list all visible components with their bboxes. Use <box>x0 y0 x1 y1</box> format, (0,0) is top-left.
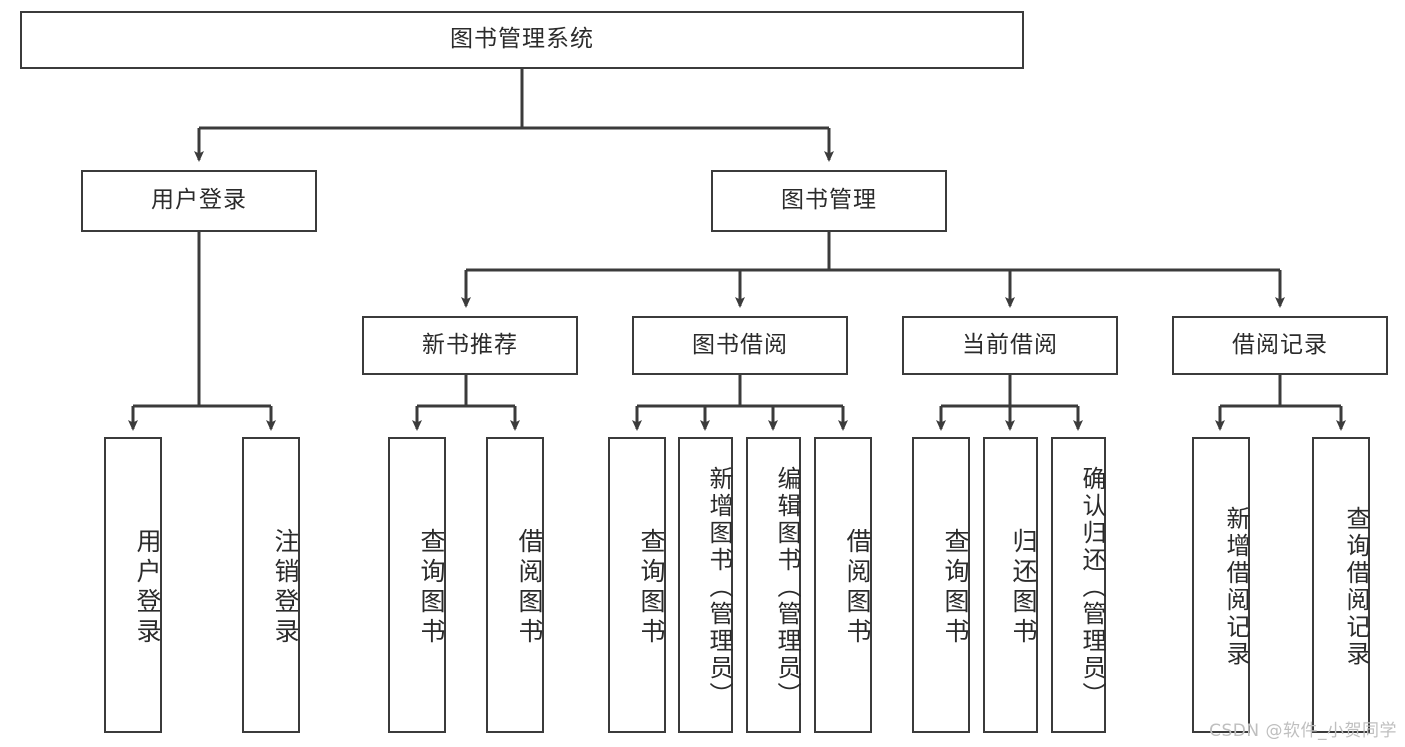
leaf-borrow-query-book[interactable]: 查询图书 <box>608 437 666 733</box>
leaf-borrow-edit-book-admin[interactable]: 编辑图书（管理员） <box>746 437 801 733</box>
leaf-borrow-borrow-book[interactable]: 借阅图书 <box>814 437 872 733</box>
leaf-user-login-logout[interactable]: 注销登录 <box>242 437 300 733</box>
leaf-label: 用户登录 <box>133 528 162 648</box>
leaf-current-confirm-return-admin[interactable]: 确认归还（管理员） <box>1051 437 1106 733</box>
leaf-label: 借阅图书 <box>843 528 872 648</box>
node-book-management[interactable]: 图书管理 <box>711 170 947 232</box>
leaf-record-add-record[interactable]: 新增借阅记录 <box>1192 437 1250 733</box>
watermark-text: CSDN @软件_小贺同学 <box>1209 721 1397 741</box>
node-root-system[interactable]: 图书管理系统 <box>20 11 1024 69</box>
leaf-recommend-query-book[interactable]: 查询图书 <box>388 437 446 733</box>
leaf-label: 借阅图书 <box>515 528 544 648</box>
node-new-book-recommend[interactable]: 新书推荐 <box>362 316 578 375</box>
leaf-label: 新增图书（管理员） <box>705 465 733 709</box>
leaf-label: 查询图书 <box>417 528 446 648</box>
leaf-current-query-book[interactable]: 查询图书 <box>912 437 970 733</box>
leaf-label: 确认归还（管理员） <box>1078 465 1106 709</box>
node-borrow-record[interactable]: 借阅记录 <box>1172 316 1388 375</box>
leaf-label: 归还图书 <box>1009 528 1038 648</box>
leaf-recommend-borrow-book[interactable]: 借阅图书 <box>486 437 544 733</box>
leaf-current-return-book[interactable]: 归还图书 <box>983 437 1038 733</box>
leaf-label: 查询图书 <box>637 528 666 648</box>
leaf-borrow-add-book-admin[interactable]: 新增图书（管理员） <box>678 437 733 733</box>
leaf-label: 查询借阅记录 <box>1342 506 1370 668</box>
leaf-label: 查询图书 <box>941 528 970 648</box>
node-book-borrow[interactable]: 图书借阅 <box>632 316 848 375</box>
leaf-record-query-record[interactable]: 查询借阅记录 <box>1312 437 1370 733</box>
leaf-label: 编辑图书（管理员） <box>773 465 801 709</box>
leaf-user-login-login[interactable]: 用户登录 <box>104 437 162 733</box>
leaf-label: 新增借阅记录 <box>1222 506 1250 668</box>
leaf-label: 注销登录 <box>271 528 300 648</box>
node-current-borrow[interactable]: 当前借阅 <box>902 316 1118 375</box>
node-user-login[interactable]: 用户登录 <box>81 170 317 232</box>
